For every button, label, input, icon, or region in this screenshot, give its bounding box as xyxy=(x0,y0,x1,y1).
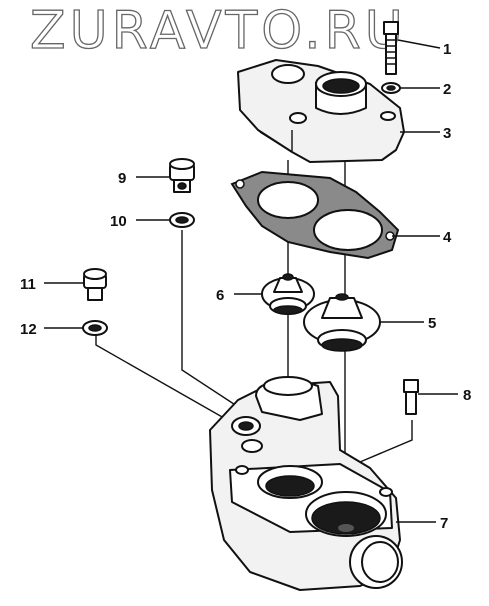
bolt-part-8 xyxy=(403,379,419,415)
thermostat-large-part-5 xyxy=(303,293,381,352)
gasket-part-4 xyxy=(230,170,400,260)
callout-5: 5 xyxy=(428,315,436,332)
washer-part-12 xyxy=(82,320,108,336)
housing-cover-part-3 xyxy=(237,59,405,163)
plug-part-9 xyxy=(169,158,195,193)
housing-body-part-7 xyxy=(209,376,403,591)
callout-labels: 1 2 3 4 5 6 7 8 9 10 11 12 xyxy=(20,41,471,532)
thermostat-small-part-6 xyxy=(261,273,315,315)
bolt-part-1 xyxy=(383,21,399,75)
callout-6: 6 xyxy=(216,287,224,304)
plug-part-11 xyxy=(83,268,107,301)
callout-4: 4 xyxy=(443,229,452,246)
callout-11: 11 xyxy=(20,276,36,293)
callout-9: 9 xyxy=(118,170,126,187)
callout-1: 1 xyxy=(443,41,451,58)
callout-8: 8 xyxy=(463,387,471,404)
washer-part-10 xyxy=(169,212,195,228)
callout-7: 7 xyxy=(440,515,448,532)
callout-10: 10 xyxy=(110,213,127,230)
callout-12: 12 xyxy=(20,321,37,338)
washer-part-2 xyxy=(381,82,401,94)
callout-2: 2 xyxy=(443,81,451,98)
leader-lines xyxy=(44,39,458,523)
callout-3: 3 xyxy=(443,125,451,142)
